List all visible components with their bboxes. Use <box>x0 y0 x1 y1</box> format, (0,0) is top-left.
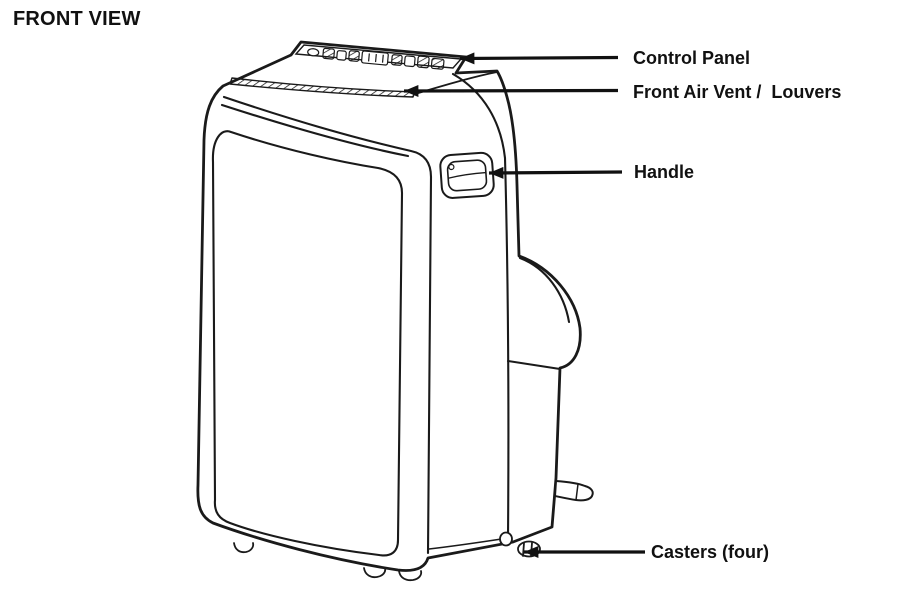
arrow-handle <box>488 166 623 179</box>
callout-label-casters: Casters (four) <box>651 542 770 562</box>
front-panel-inset <box>211 130 404 557</box>
drain-hole <box>499 531 513 547</box>
arrow-front-air-vent <box>403 84 619 97</box>
handle-drawing <box>439 151 495 199</box>
callout-label-front-air-vent: Front Air Vent / Louvers <box>633 82 842 102</box>
callout-arrows <box>403 52 645 558</box>
body-outline <box>196 40 582 572</box>
arrow-control-panel <box>459 52 619 65</box>
callout-label-handle: Handle <box>634 162 695 182</box>
callout-label-control-panel: Control Panel <box>633 48 751 68</box>
page-title: FRONT VIEW <box>13 8 141 30</box>
cabinet-seam-lines <box>220 72 571 555</box>
power-plug-drawing <box>554 480 594 502</box>
rear-caster-wheel <box>517 540 541 558</box>
